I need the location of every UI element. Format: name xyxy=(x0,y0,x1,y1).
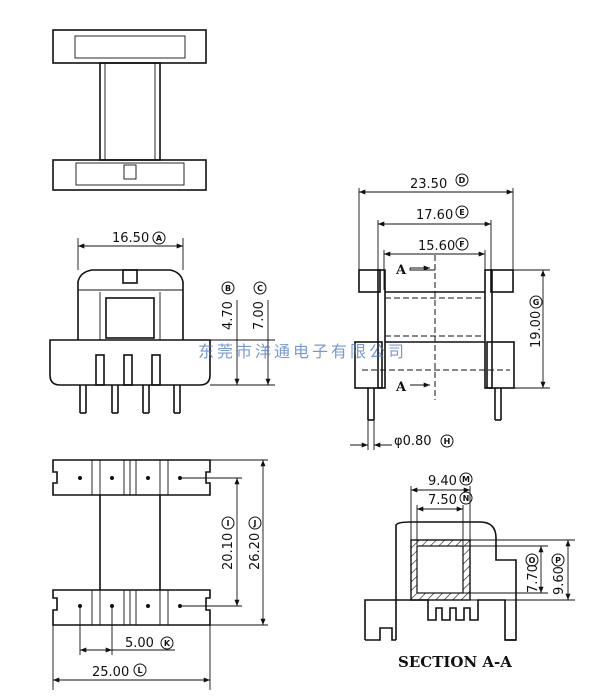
dim-16-50: 16.50 xyxy=(112,231,149,246)
section-arrow-bottom-label: A xyxy=(395,380,407,395)
label-D: D xyxy=(459,176,466,185)
dim-19-00: 19.00 xyxy=(529,311,544,348)
label-I: I xyxy=(227,519,230,528)
dim-4-70: 4.70 xyxy=(221,301,236,330)
label-P: P xyxy=(555,556,561,565)
front-view: 16.50 A 4.70 B xyxy=(49,231,275,414)
section-a-a: 9.40 M 7.50 N 7.70 O 9.60 P SECTION A-A xyxy=(364,472,575,671)
dim-20-10: 20.10 xyxy=(221,533,236,570)
label-O: O xyxy=(529,556,536,565)
dim-5-00: 5.00 xyxy=(125,636,154,651)
label-M: M xyxy=(462,475,470,484)
label-C: C xyxy=(257,284,263,293)
dim-9-60: 9.60 xyxy=(552,566,567,595)
label-A: A xyxy=(156,234,163,243)
label-H: H xyxy=(444,437,451,446)
dim-15-60: 15.60 xyxy=(418,239,455,254)
dim-25-00: 25.00 xyxy=(92,665,129,680)
side-view-top xyxy=(52,29,207,191)
dim-9-40: 9.40 xyxy=(428,474,457,489)
section-title: SECTION A-A xyxy=(398,653,512,671)
dim-23-50: 23.50 xyxy=(410,177,447,192)
label-L: L xyxy=(137,666,142,675)
dim-26-20: 26.20 xyxy=(248,533,263,570)
label-F: F xyxy=(459,240,464,249)
bottom-view: 20.10 I 26.20 J 5.00 K 25.00 L xyxy=(52,459,268,690)
dim-0-80: φ0.80 xyxy=(394,434,432,449)
label-N: N xyxy=(463,494,470,503)
label-J: J xyxy=(253,519,257,528)
section-arrow-top-label: A xyxy=(395,263,407,278)
label-G: G xyxy=(533,298,540,307)
label-B: B xyxy=(225,284,231,293)
label-K: K xyxy=(164,639,171,648)
dim-7-00: 7.00 xyxy=(252,301,267,330)
right-side-view: 23.50 D 17.60 E 15.60 F xyxy=(350,173,550,450)
watermark-text: 东莞市洋通电子有限公司 xyxy=(198,342,407,361)
dim-7-70: 7.70 xyxy=(526,564,541,593)
dim-17-60: 17.60 xyxy=(416,208,453,223)
label-E: E xyxy=(459,208,464,217)
dim-7-50: 7.50 xyxy=(428,493,457,508)
